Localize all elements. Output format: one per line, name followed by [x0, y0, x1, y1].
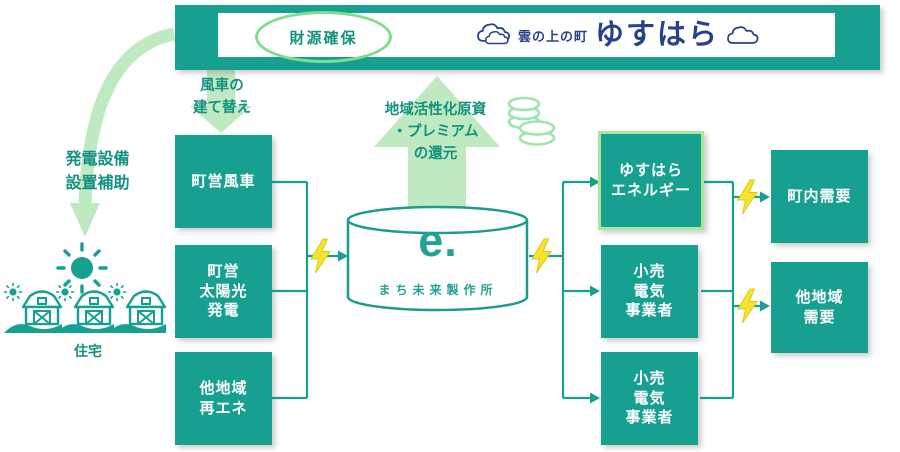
hub-logo: e. — [418, 215, 458, 266]
windmill-rebuild-label: 風車の 建て替え — [193, 78, 251, 116]
hub-name: まち未来製作所 — [378, 283, 498, 297]
logo-title: ゆすはら — [595, 18, 720, 51]
banner: 財源確保 雲の上の町 ゆすはら — [175, 5, 880, 70]
banner-inner: 財源確保 雲の上の町 ゆすはら — [218, 11, 835, 63]
funding-ellipse: 財源確保 — [255, 11, 392, 63]
cloud-icon — [727, 26, 759, 44]
cloud-icon — [477, 23, 510, 45]
funding-label: 財源確保 — [289, 29, 358, 47]
box-other-region-demand: 他地域 需要 — [771, 262, 868, 353]
premium-return-arrow — [374, 76, 500, 212]
box-other-region-renewable: 他地域 再エネ — [175, 352, 272, 445]
windmill-rebuild-arrow — [190, 68, 252, 133]
box-retailer-2: 小売 電気 事業者 — [601, 352, 698, 445]
houses-label: 住宅 — [74, 343, 102, 359]
subsidy-label: 発電設備 設置補助 — [65, 151, 130, 192]
subsidy-curved-arrow — [70, 27, 176, 237]
sun-icon — [56, 242, 108, 294]
connector-arrowheads — [338, 176, 770, 404]
box-yusuhara-energy: ゆすはら エネルギー — [598, 131, 704, 230]
coins-icon — [507, 96, 556, 146]
box-retailer-1: 小売 電気 事業者 — [601, 245, 698, 338]
hub-cylinder — [346, 205, 529, 312]
logo-subtitle: 雲の上の町 — [517, 28, 588, 44]
box-town-demand: 町内需要 — [771, 150, 868, 243]
yusuhara-logo: 雲の上の町 ゆすはら — [408, 13, 829, 57]
box-town-solar: 町営 太陽光 発電 — [175, 245, 272, 338]
house-icons — [2, 282, 168, 335]
premium-return-label: 地域活性化原資 ・プレミアム の還元 — [384, 102, 487, 162]
box-town-windmill: 町営風車 — [175, 135, 272, 228]
